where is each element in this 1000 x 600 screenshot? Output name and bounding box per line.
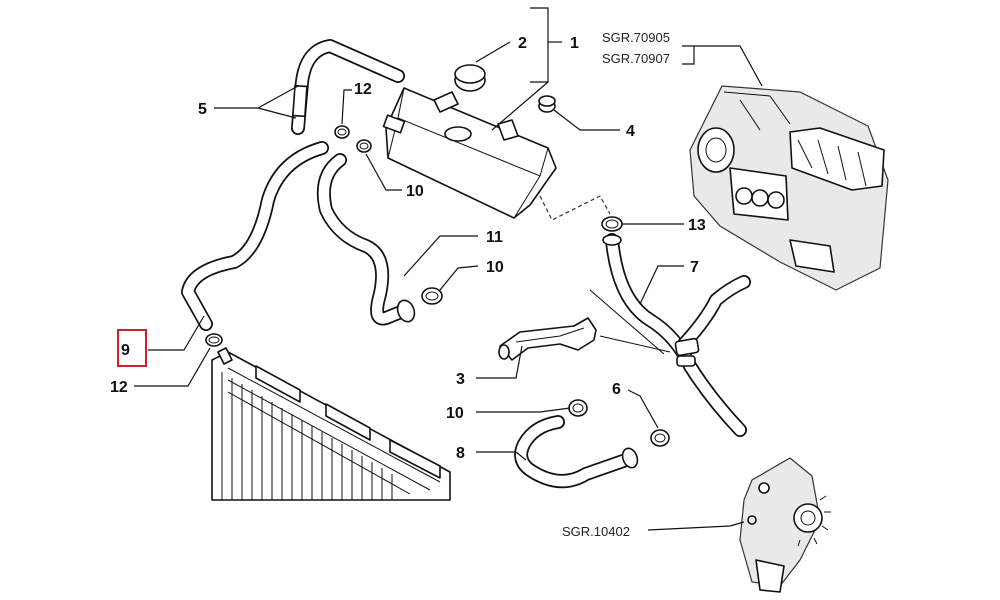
callout-6[interactable]: 6 — [612, 381, 621, 398]
leader-lines — [134, 7, 763, 531]
clamp-13 — [601, 216, 623, 232]
callout-12-top[interactable]: 12 — [354, 81, 372, 98]
ref-heater-unit-2[interactable]: SGR.70907 — [602, 51, 670, 66]
highlight-box — [117, 329, 147, 367]
water-pump — [739, 457, 831, 593]
callout-12-bottom[interactable]: 12 — [110, 379, 128, 396]
radiator — [211, 347, 451, 501]
callout-3[interactable]: 3 — [456, 371, 465, 388]
callout-4[interactable]: 4 — [626, 123, 635, 140]
callout-1[interactable]: 1 — [570, 35, 579, 52]
hose-9 — [181, 141, 329, 331]
expansion-tank — [382, 87, 557, 219]
pipe-3 — [498, 317, 597, 361]
clamp-10-top — [356, 139, 372, 153]
clamp-10-mid — [421, 287, 443, 305]
clamp-12-bottom — [205, 333, 223, 347]
callout-10-mid[interactable]: 10 — [486, 259, 504, 276]
hose-5 — [291, 39, 405, 135]
clamp-12-top — [334, 125, 350, 139]
callout-11[interactable]: 11 — [486, 229, 503, 246]
callout-2[interactable]: 2 — [518, 35, 527, 52]
hose-8 — [514, 415, 639, 488]
dashed-link — [539, 195, 611, 221]
callout-10-top[interactable]: 10 — [406, 183, 424, 200]
callout-13[interactable]: 13 — [688, 217, 706, 234]
callout-8[interactable]: 8 — [456, 445, 465, 462]
bleed-plug — [538, 95, 556, 113]
callout-9[interactable]: 9 — [121, 342, 130, 359]
callout-7[interactable]: 7 — [690, 259, 699, 276]
callout-10-low[interactable]: 10 — [446, 405, 464, 422]
hose-7 — [602, 233, 751, 437]
tank-cap — [454, 64, 486, 92]
ref-heater-unit-1[interactable]: SGR.70905 — [602, 30, 670, 45]
clamp-10-low — [568, 399, 588, 417]
ref-water-pump[interactable]: SGR.10402 — [562, 524, 630, 539]
heater-unit — [689, 85, 889, 291]
hose-11 — [316, 153, 416, 326]
clamp-6 — [650, 429, 670, 447]
callout-5[interactable]: 5 — [198, 101, 207, 118]
